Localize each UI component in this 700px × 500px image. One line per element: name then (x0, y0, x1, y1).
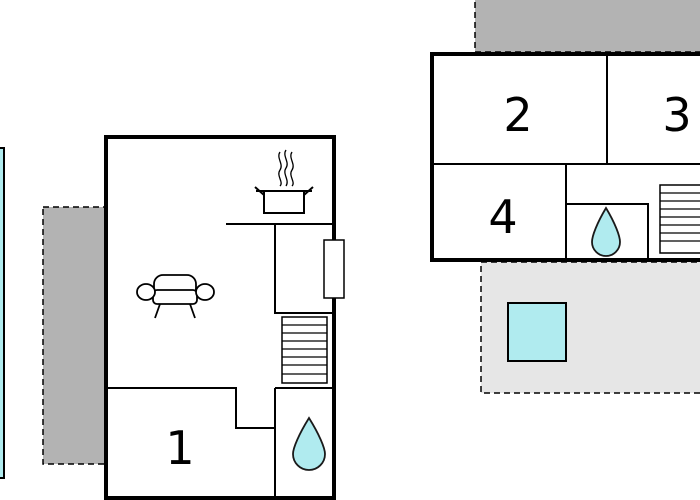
ground-floor: 1 (104, 135, 345, 500)
upper-floor-outer-wall (430, 52, 700, 262)
water-drop-icon (591, 206, 621, 257)
stairs-icon (659, 184, 700, 254)
cooking-pot-icon (254, 186, 314, 214)
room-1-label: 1 (165, 421, 194, 475)
room-1-wall (106, 387, 275, 429)
terrace-left (42, 206, 106, 465)
sofa-icon (136, 274, 215, 319)
window-icon (323, 239, 345, 299)
stair-partition (274, 224, 334, 314)
terrace-top (474, 0, 700, 53)
steam-icon (278, 149, 294, 187)
room-4-label: 4 (488, 190, 517, 244)
pool-strip-icon (0, 147, 5, 479)
stairs-icon (281, 316, 328, 384)
left-edge-pool (0, 147, 5, 479)
water-drop-icon (292, 416, 326, 471)
pool-icon (507, 302, 567, 362)
room-3-label: 3 (662, 88, 691, 142)
upper-bathroom-wall (566, 203, 649, 260)
room-2-label: 2 (503, 88, 532, 142)
upper-floor: 2 3 4 (430, 52, 700, 262)
